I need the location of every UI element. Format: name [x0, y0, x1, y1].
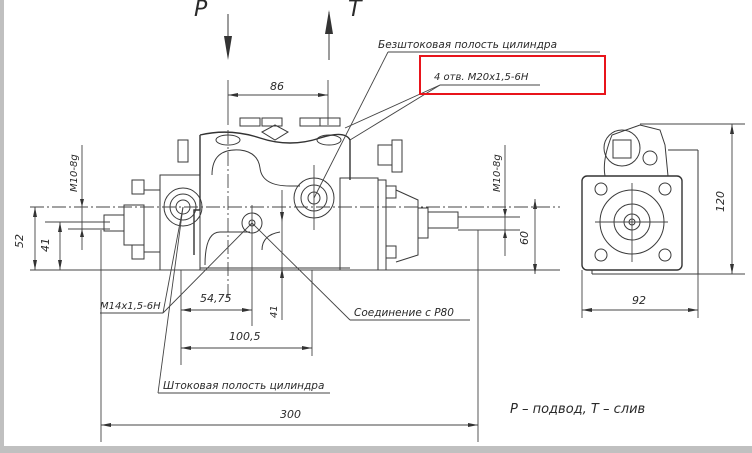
dimension-center-41	[280, 190, 284, 320]
center-lines	[30, 130, 560, 310]
leader-lines	[100, 51, 600, 394]
dim-left-height-total: 52	[13, 234, 26, 248]
dim-offset-100: 100,5	[229, 330, 261, 343]
annotation-connection: Соединение с Р80	[354, 307, 454, 319]
dim-port-spacing: 86	[270, 80, 284, 93]
valve-body	[103, 117, 459, 271]
highlight-box	[419, 55, 606, 95]
dim-right-height: 60	[518, 231, 531, 245]
dim-side-width: 92	[632, 294, 646, 307]
annotation-thread-port: M14x1,5-6H	[100, 301, 161, 312]
annotation-bore-side: Безштоковая полость цилиндра	[378, 39, 557, 51]
window-frame-bottom	[0, 446, 752, 453]
dimension-overall-length	[100, 230, 479, 442]
dim-left-height-axis: 41	[39, 238, 52, 252]
dimension-left	[33, 145, 110, 270]
dim-offset-54: 54,75	[200, 292, 232, 305]
dim-overall-length: 300	[280, 408, 301, 421]
legend-text: P – подвод, T – слив	[510, 402, 645, 417]
tank-port-arrow	[325, 10, 333, 60]
thread-left-label: M10-8g	[69, 154, 80, 192]
pressure-port-arrow	[224, 14, 232, 60]
side-view	[581, 124, 700, 275]
dimension-right	[458, 145, 537, 274]
pressure-port-label: P	[194, 0, 208, 22]
dimension-side	[581, 123, 745, 318]
annotation-rod-side: Штоковая полость цилиндра	[163, 380, 324, 392]
window-frame-left	[0, 0, 4, 453]
dim-side-height: 120	[714, 191, 727, 212]
tank-port-label: T	[348, 0, 363, 22]
annotation-holes: 4 отв. М20х1,5-6Н	[434, 72, 529, 83]
dim-center-height: 41	[269, 305, 280, 318]
dimension-offsets	[180, 270, 313, 365]
thread-right-label: M10-8g	[492, 154, 503, 192]
